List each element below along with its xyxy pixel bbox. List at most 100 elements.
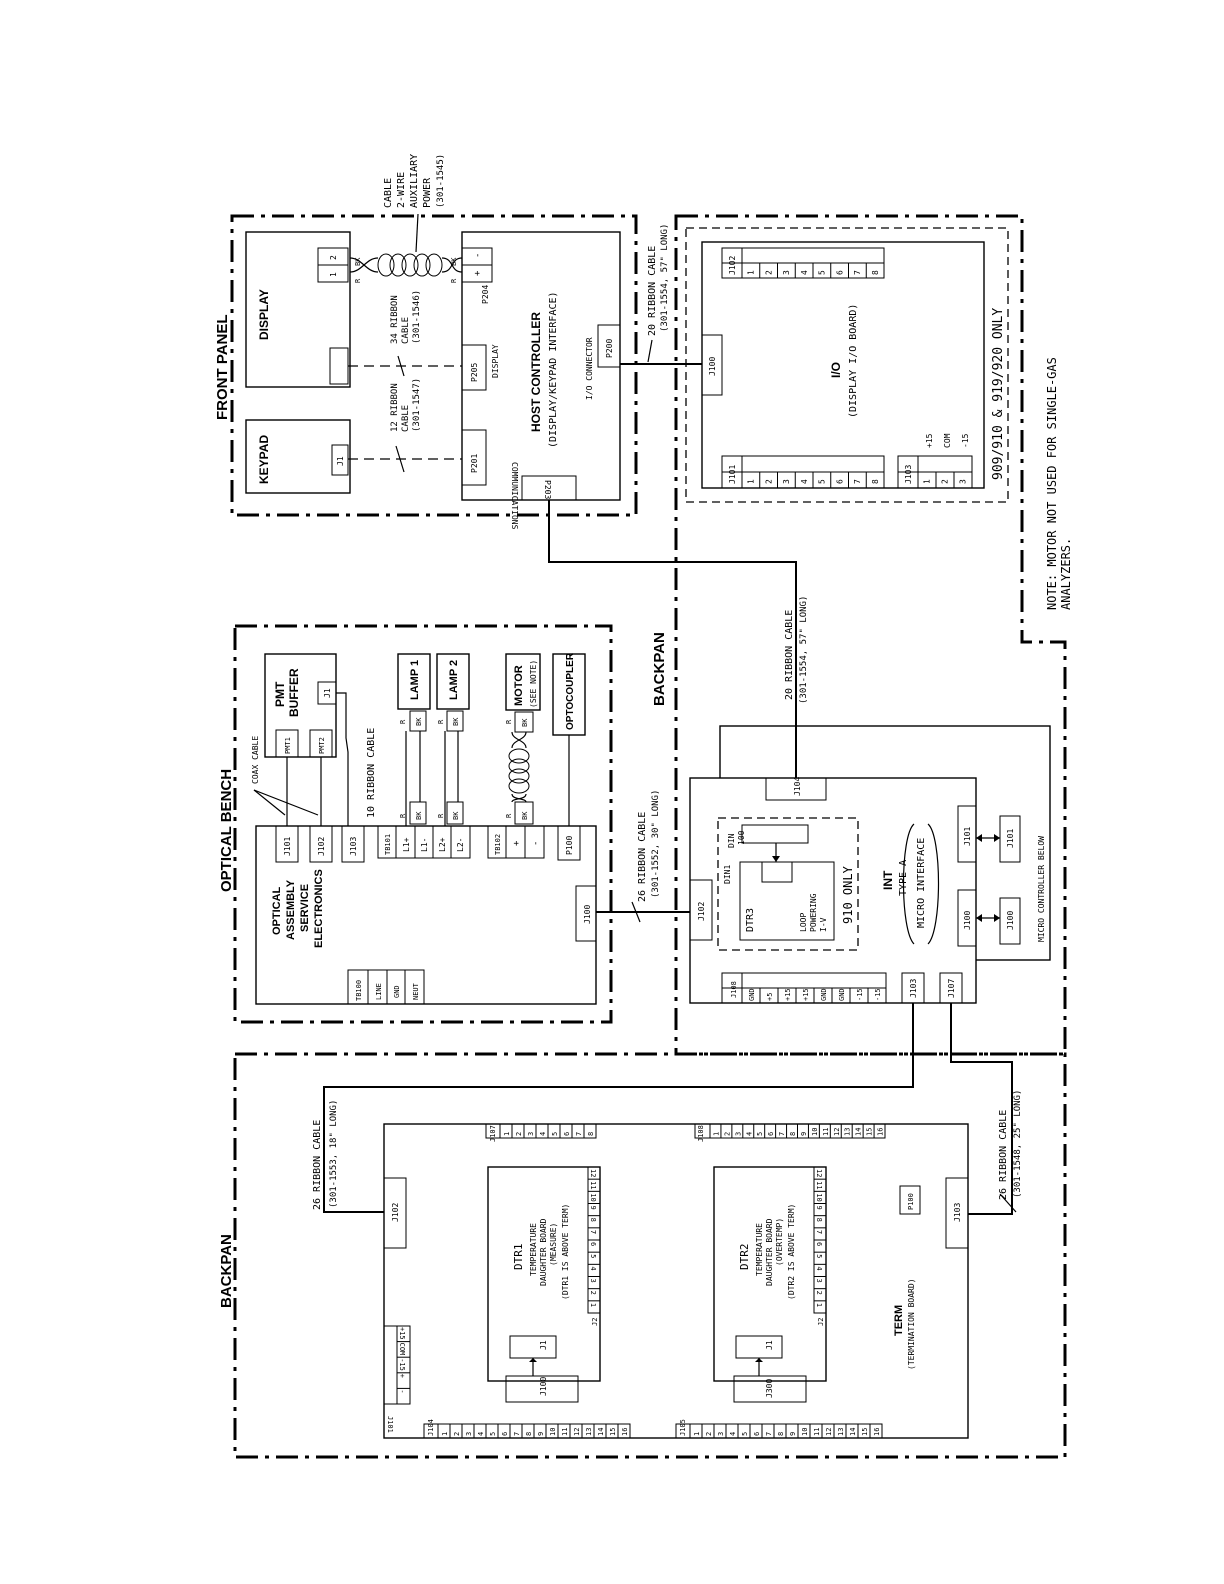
term-pin: 14 [855, 1128, 863, 1136]
term-pin: 4 [539, 1132, 547, 1136]
svg-text:(301-1552, 30" LONG): (301-1552, 30" LONG) [651, 790, 661, 898]
svg-text:TB102: TB102 [494, 834, 502, 855]
term-j101-pin: +15 [398, 1327, 406, 1340]
svg-text:J103: J103 [909, 979, 918, 998]
keypad-j1-label: J1 [336, 456, 345, 466]
keypad-box [245, 419, 351, 494]
pmt-buffer-label-1: PMT [273, 681, 287, 707]
aux-cable-label: CABLE 2-WIRE AUXILIARY POWER (301-1545) [383, 154, 446, 208]
svg-text:-: - [531, 841, 541, 846]
term-pin: 7 [778, 1132, 786, 1136]
dtr-pin: 5 [815, 1254, 823, 1258]
term-pin: 3 [465, 1432, 473, 1436]
svg-text:(301-1554, 57" LONG): (301-1554, 57" LONG) [799, 596, 809, 704]
term-pin: 12 [573, 1428, 581, 1436]
io-only-note: 909/910 & 919/920 ONLY [991, 308, 1006, 480]
int-j108-pin: GND [748, 988, 756, 1001]
int-board-box [689, 777, 977, 1004]
io-j101-label: J101 [728, 465, 737, 484]
ose-j103 [341, 825, 365, 863]
dtr-pin: 7 [815, 1230, 823, 1234]
dtr-pin: 4 [815, 1266, 823, 1270]
ribbon34-label: 34 RIBBON CABLE (301-1546) [390, 290, 422, 344]
term-pin: 13 [585, 1428, 593, 1436]
term-pin: 13 [844, 1128, 852, 1136]
svg-text:J101: J101 [963, 827, 972, 846]
svg-text:J103: J103 [953, 1203, 962, 1222]
term-pin: 11 [561, 1428, 569, 1436]
svg-text:J108: J108 [697, 1125, 705, 1142]
lamp2-bk-top [446, 710, 464, 732]
term-pin: 5 [489, 1432, 497, 1436]
svg-text:(301-1545): (301-1545) [436, 154, 446, 208]
svg-text:(DTR1 IS ABOVE TERM): (DTR1 IS ABOVE TERM) [561, 1204, 570, 1300]
svg-text:J101: J101 [386, 1416, 394, 1433]
svg-text:J104: J104 [793, 777, 802, 796]
pmt-ribbon10 [336, 692, 349, 826]
dtr-pin: 9 [589, 1206, 597, 1210]
term-title: TERM [893, 1305, 905, 1336]
int-j102 [689, 879, 713, 941]
term-pin: 14 [849, 1428, 857, 1436]
svg-text:R: R [399, 719, 407, 724]
ose-p100 [557, 825, 581, 861]
dtr-pin: 12 [589, 1169, 597, 1177]
term-p100 [899, 1185, 921, 1215]
front-panel-title: FRONT PANEL [214, 314, 231, 420]
motor-box [505, 653, 541, 711]
term-pin: 8 [587, 1132, 595, 1136]
svg-text:26 RIBBON CABLE: 26 RIBBON CABLE [637, 812, 648, 902]
svg-text:J1: J1 [539, 1340, 548, 1350]
motor-bk-top [514, 711, 534, 733]
dtr-pin: 9 [815, 1206, 823, 1210]
svg-text:J103: J103 [349, 837, 358, 856]
term-pin: 5 [551, 1132, 559, 1136]
lamp2-label: LAMP 2 [448, 660, 460, 700]
term-pin: 13 [837, 1428, 845, 1436]
io-j103-com: COM [943, 433, 952, 448]
svg-text:26 RIBBON CABLE: 26 RIBBON CABLE [312, 1120, 323, 1210]
svg-text:R: R [399, 813, 407, 818]
term-j102 [383, 1177, 407, 1249]
svg-text:J101: J101 [1006, 829, 1015, 848]
term-pin: 5 [741, 1432, 749, 1436]
term-pin: 3 [717, 1432, 725, 1436]
svg-text:J104: J104 [427, 1419, 435, 1436]
term-j300 [733, 1375, 807, 1403]
svg-text:(301-1547): (301-1547) [412, 378, 422, 432]
front-panel-enclosure [230, 214, 638, 517]
dtr1-j1 [509, 1335, 557, 1359]
int-subtitle2: MICRO INTERFACE [916, 838, 927, 928]
svg-text:DTR2: DTR2 [738, 1244, 751, 1271]
ose-label: OPTICAL ASSEMBLY SERVICE ELECTRONICS [271, 869, 325, 948]
dtr2-label: DTR2 TEMPERATURE DAUGHTER BOARD (OVERTEM… [738, 1204, 796, 1300]
term-pin: 15 [609, 1428, 617, 1436]
svg-text:100: 100 [737, 830, 746, 845]
term-pin: 9 [800, 1132, 808, 1136]
term-pin: 9 [789, 1432, 797, 1436]
micro-j100 [999, 897, 1021, 945]
int-j108-pin: -15 [874, 988, 882, 1001]
svg-text:(301-1554, 57" LONG): (301-1554, 57" LONG) [660, 224, 670, 332]
int-title: INT [881, 870, 895, 890]
dtr-pin: 7 [589, 1230, 597, 1234]
int-j101 [957, 805, 977, 863]
svg-text:J300: J300 [765, 1379, 774, 1398]
svg-text:TB100: TB100 [355, 980, 363, 1001]
svg-text:CABLE: CABLE [401, 405, 411, 432]
ribbon10-label: 10 RIBBON CABLE [366, 728, 377, 818]
svg-text:ASSEMBLY: ASSEMBLY [285, 879, 297, 940]
svg-text:26 RIBBON CABLE: 26 RIBBON CABLE [998, 1110, 1009, 1200]
term-pin: 7 [765, 1432, 773, 1436]
dtr-pin: 12 [815, 1169, 823, 1177]
dtr1-label: DTR1 TEMPERATURE DAUGHTER BOARD (MEASURE… [512, 1204, 570, 1300]
keypad-label: KEYPAD [257, 435, 271, 484]
display-pin-1: 1 [329, 272, 338, 277]
svg-text:L2+: L2+ [438, 837, 447, 852]
pin-label: 2 [764, 479, 773, 484]
coax-label: COAX CABLE [251, 736, 260, 784]
